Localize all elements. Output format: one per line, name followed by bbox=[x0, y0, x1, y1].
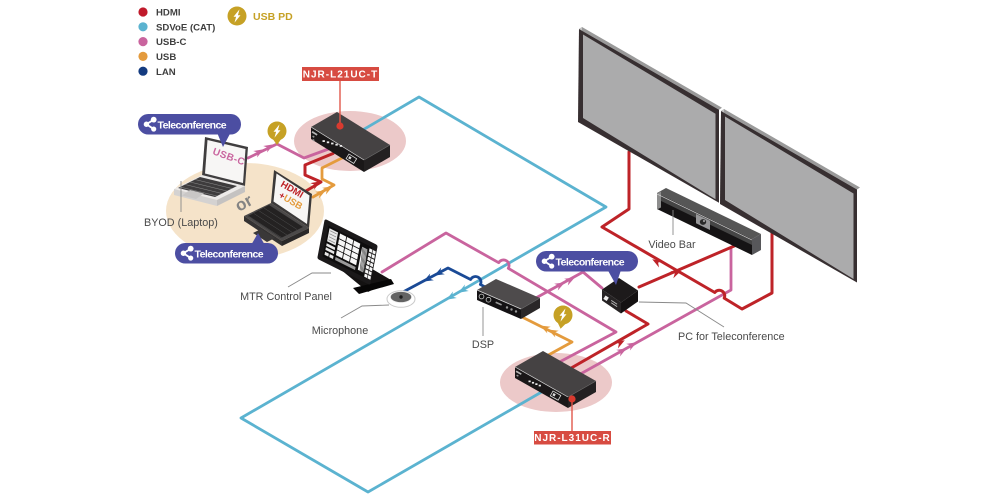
svg-text:Video Bar: Video Bar bbox=[648, 239, 696, 251]
svg-text:LAN: LAN bbox=[156, 67, 176, 78]
svg-text:NJR-L31UC-R: NJR-L31UC-R bbox=[534, 433, 611, 444]
svg-text:Microphone: Microphone bbox=[312, 325, 368, 337]
svg-text:BYOD (Laptop): BYOD (Laptop) bbox=[144, 217, 218, 229]
svg-text:MTR Control Panel: MTR Control Panel bbox=[240, 291, 332, 303]
svg-text:USB PD: USB PD bbox=[253, 11, 293, 23]
svg-text:HDMI: HDMI bbox=[156, 8, 181, 19]
svg-text:NJR-L21UC-T: NJR-L21UC-T bbox=[303, 70, 378, 81]
svg-text:DSP: DSP bbox=[472, 339, 494, 351]
svg-text:SDVoE (CAT): SDVoE (CAT) bbox=[156, 22, 215, 33]
svg-text:Teleconference: Teleconference bbox=[158, 120, 227, 132]
svg-text:Teleconference: Teleconference bbox=[556, 257, 625, 269]
svg-text:PC for Teleconference: PC for Teleconference bbox=[678, 331, 785, 343]
svg-text:Teleconference: Teleconference bbox=[195, 249, 264, 261]
svg-text:USB: USB bbox=[156, 52, 176, 63]
svg-text:USB-C: USB-C bbox=[156, 37, 186, 48]
